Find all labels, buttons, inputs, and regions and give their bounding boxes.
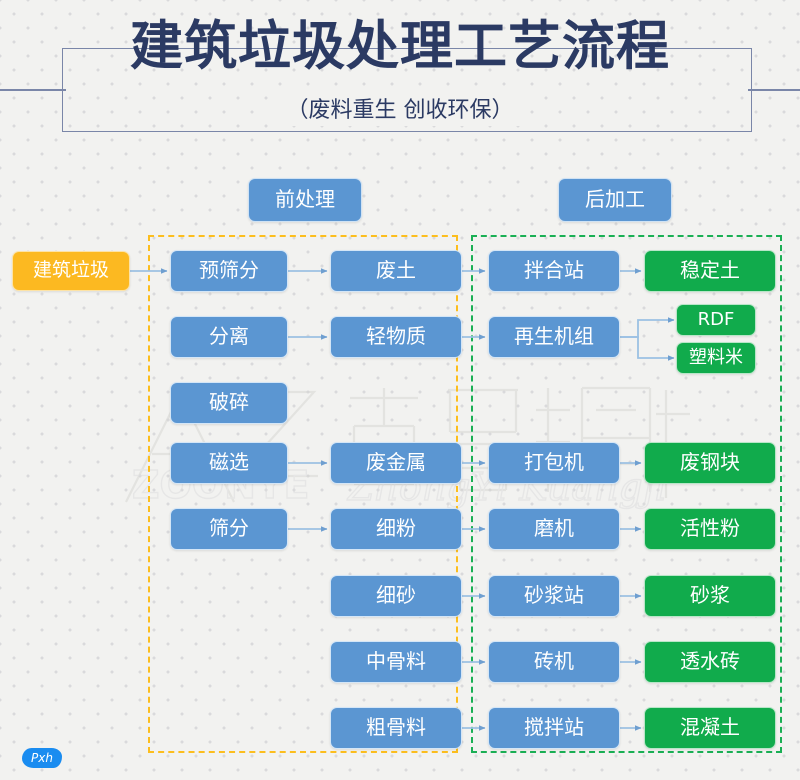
node-product-plastic-pellets[interactable]: 塑料米 — [676, 342, 756, 374]
node-material-waste-soil[interactable]: 废土 — [330, 250, 462, 292]
node-material-light-material[interactable]: 轻物质 — [330, 316, 462, 358]
node-product-stabilized-soil[interactable]: 稳定土 — [644, 250, 776, 292]
zone-pre-processing — [148, 235, 458, 753]
node-equipment-brick-machine[interactable]: 砖机 — [488, 641, 620, 683]
node-material-medium-aggregate[interactable]: 中骨料 — [330, 641, 462, 683]
page-title: 建筑垃圾处理工艺流程 — [130, 16, 670, 77]
node-equipment-batching-plant[interactable]: 搅拌站 — [488, 707, 620, 749]
node-equipment-recycling-unit[interactable]: 再生机组 — [488, 316, 620, 358]
title-rule-left — [0, 89, 66, 91]
zone-label-post-processing[interactable]: 后加工 — [558, 178, 672, 222]
node-material-coarse-aggregate[interactable]: 粗骨料 — [330, 707, 462, 749]
node-product-permeable-brick[interactable]: 透水砖 — [644, 641, 776, 683]
pxh-watermark-badge: Pxh — [22, 748, 62, 768]
title-rule-right — [748, 89, 800, 91]
node-material-fine-sand[interactable]: 细砂 — [330, 575, 462, 617]
node-process-crushing[interactable]: 破碎 — [170, 382, 288, 424]
node-process-pre-screening[interactable]: 预筛分 — [170, 250, 288, 292]
node-product-concrete[interactable]: 混凝土 — [644, 707, 776, 749]
node-product-active-powder[interactable]: 活性粉 — [644, 508, 776, 550]
node-equipment-mixing-station[interactable]: 拌合站 — [488, 250, 620, 292]
node-equipment-mortar-station[interactable]: 砂浆站 — [488, 575, 620, 617]
node-product-scrap-steel[interactable]: 废钢块 — [644, 442, 776, 484]
node-product-rdf[interactable]: RDF — [676, 304, 756, 336]
node-product-mortar[interactable]: 砂浆 — [644, 575, 776, 617]
node-equipment-baler[interactable]: 打包机 — [488, 442, 620, 484]
node-equipment-grinding-mill[interactable]: 磨机 — [488, 508, 620, 550]
zone-post-processing — [471, 235, 782, 753]
node-process-screening[interactable]: 筛分 — [170, 508, 288, 550]
page-header: 建筑垃圾处理工艺流程 （废料重生 创收环保） — [0, 0, 800, 152]
page-subtitle-wrapper: （废料重生 创收环保） — [0, 96, 800, 126]
page-subtitle: （废料重生 创收环保） — [272, 96, 528, 126]
zone-label-pre-processing[interactable]: 前处理 — [248, 178, 362, 222]
node-source-construction-waste[interactable]: 建筑垃圾 — [12, 251, 130, 291]
node-material-waste-metal[interactable]: 废金属 — [330, 442, 462, 484]
node-process-separation[interactable]: 分离 — [170, 316, 288, 358]
node-material-fine-powder[interactable]: 细粉 — [330, 508, 462, 550]
node-process-magnetic-separation[interactable]: 磁选 — [170, 442, 288, 484]
